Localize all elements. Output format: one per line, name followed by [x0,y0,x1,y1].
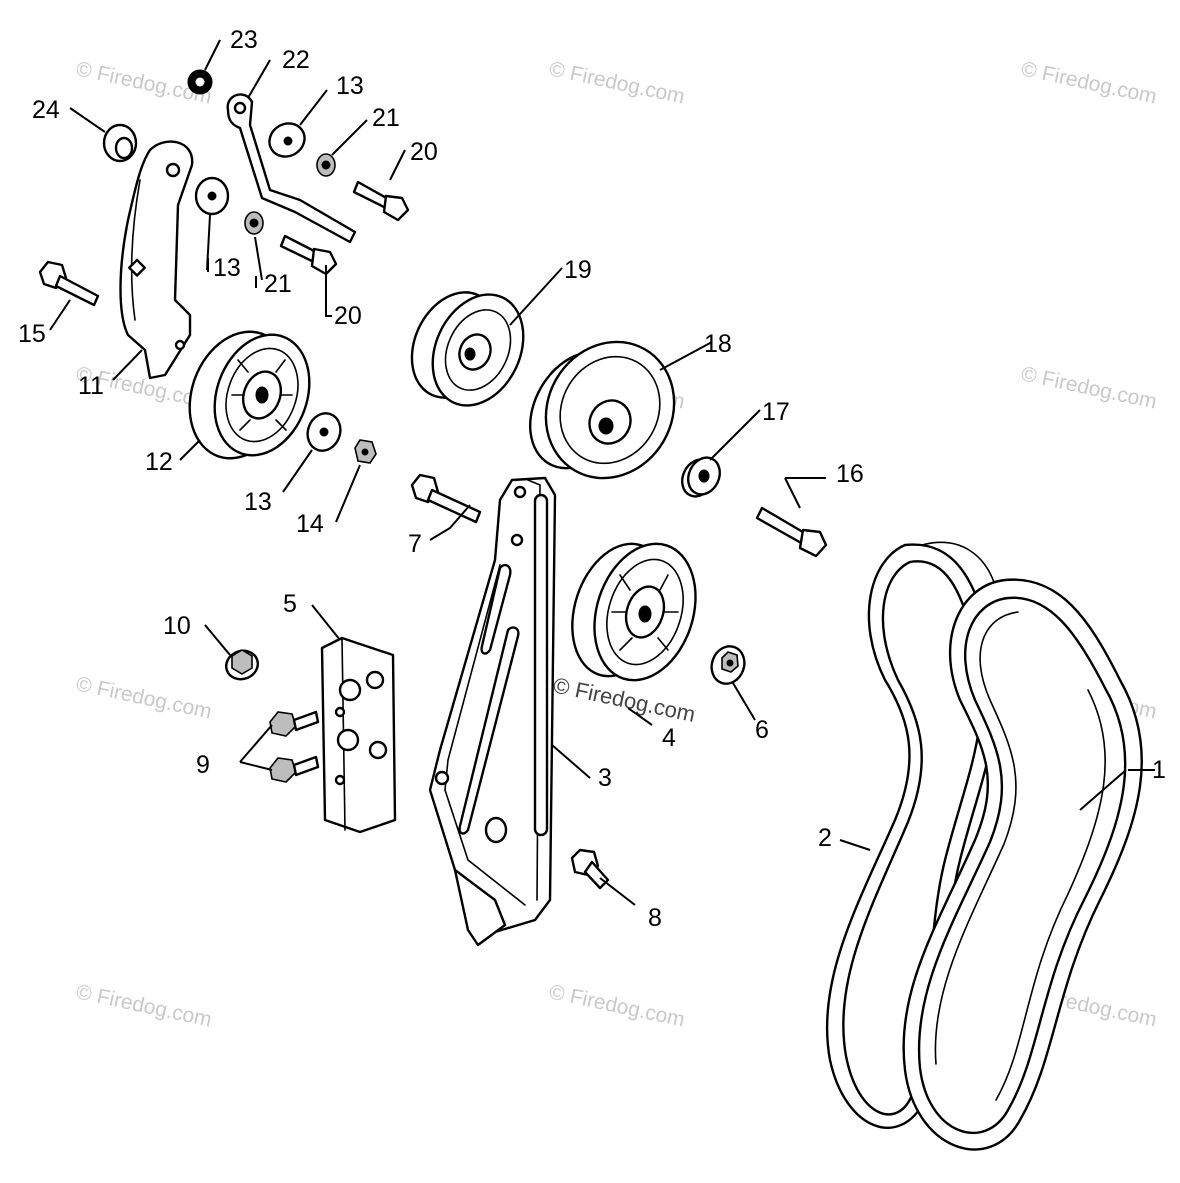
pulley-12 [188,330,311,460]
callout-2: 2 [818,824,832,852]
watermark-center: © Firedog.com [551,672,698,727]
nut-14 [354,439,377,464]
callout-18: 18 [704,330,732,358]
callout-19: 19 [564,256,592,284]
flange-nut-6 [710,645,746,685]
callout-20-top: 20 [410,138,438,166]
callout-6: 6 [755,716,769,744]
bolt-20b [279,234,338,276]
screw-8 [570,848,610,890]
callout-15: 15 [18,320,46,348]
callout-11: 11 [78,372,104,400]
bolt-7 [410,473,482,524]
nut-21b [244,211,264,235]
bolt-20a [352,180,410,222]
callout-13-top: 13 [336,72,364,100]
callout-labels: 1 2 3 4 5 6 7 8 9 10 11 12 13 13 13 14 1… [18,26,1166,932]
bracket-arm-11 [119,140,194,380]
callout-3: 3 [598,764,612,792]
watermark-7: © Firedog.com [74,672,214,723]
washer-13a [268,122,306,158]
watermark-11: © Firedog.com [547,980,687,1031]
washer-13b [194,176,230,216]
callout-1: 1 [1152,756,1166,784]
callout-10: 10 [163,612,191,640]
bolt-15 [38,260,100,307]
nut-21a [316,153,336,177]
callout-21-bottom: 21 [264,270,292,298]
nut-10 [225,649,259,681]
washer-24 [102,123,138,163]
spacer-17 [681,456,721,498]
callout-20-bottom: 20 [334,302,362,330]
callout-14: 14 [296,510,324,538]
watermark-6: © Firedog.com [1019,362,1159,413]
callout-22: 22 [282,46,310,74]
callout-13-mid: 13 [213,254,241,282]
callout-13-bottom: 13 [244,488,272,516]
callout-7: 7 [408,530,422,558]
callout-12: 12 [145,448,173,476]
star-washer-23 [187,69,213,95]
watermark-3: © Firedog.com [1019,57,1159,108]
pulley-18 [529,340,676,480]
plate-5 [320,636,397,834]
bolt-16 [755,506,828,558]
rod-22 [226,93,357,244]
screw-9b [269,755,320,783]
screw-9a [269,710,320,737]
callout-8: 8 [648,904,662,932]
pulley-4 [571,542,697,682]
callout-21-top: 21 [372,104,400,132]
callout-9: 9 [196,751,210,779]
watermark-10: © Firedog.com [74,980,214,1031]
callout-23: 23 [230,26,258,54]
callout-5: 5 [283,590,297,618]
watermark-2: © Firedog.com [547,57,687,108]
washer-13c [306,412,342,452]
callout-17: 17 [762,398,790,426]
pulley-19 [410,291,525,407]
leader-lines [49,39,1155,906]
callout-ticks [207,258,332,317]
callout-24: 24 [32,96,60,124]
idler-arm-3 [428,476,557,947]
callout-4: 4 [662,724,676,752]
callout-16: 16 [836,460,864,488]
belt-1 [902,578,1143,1151]
